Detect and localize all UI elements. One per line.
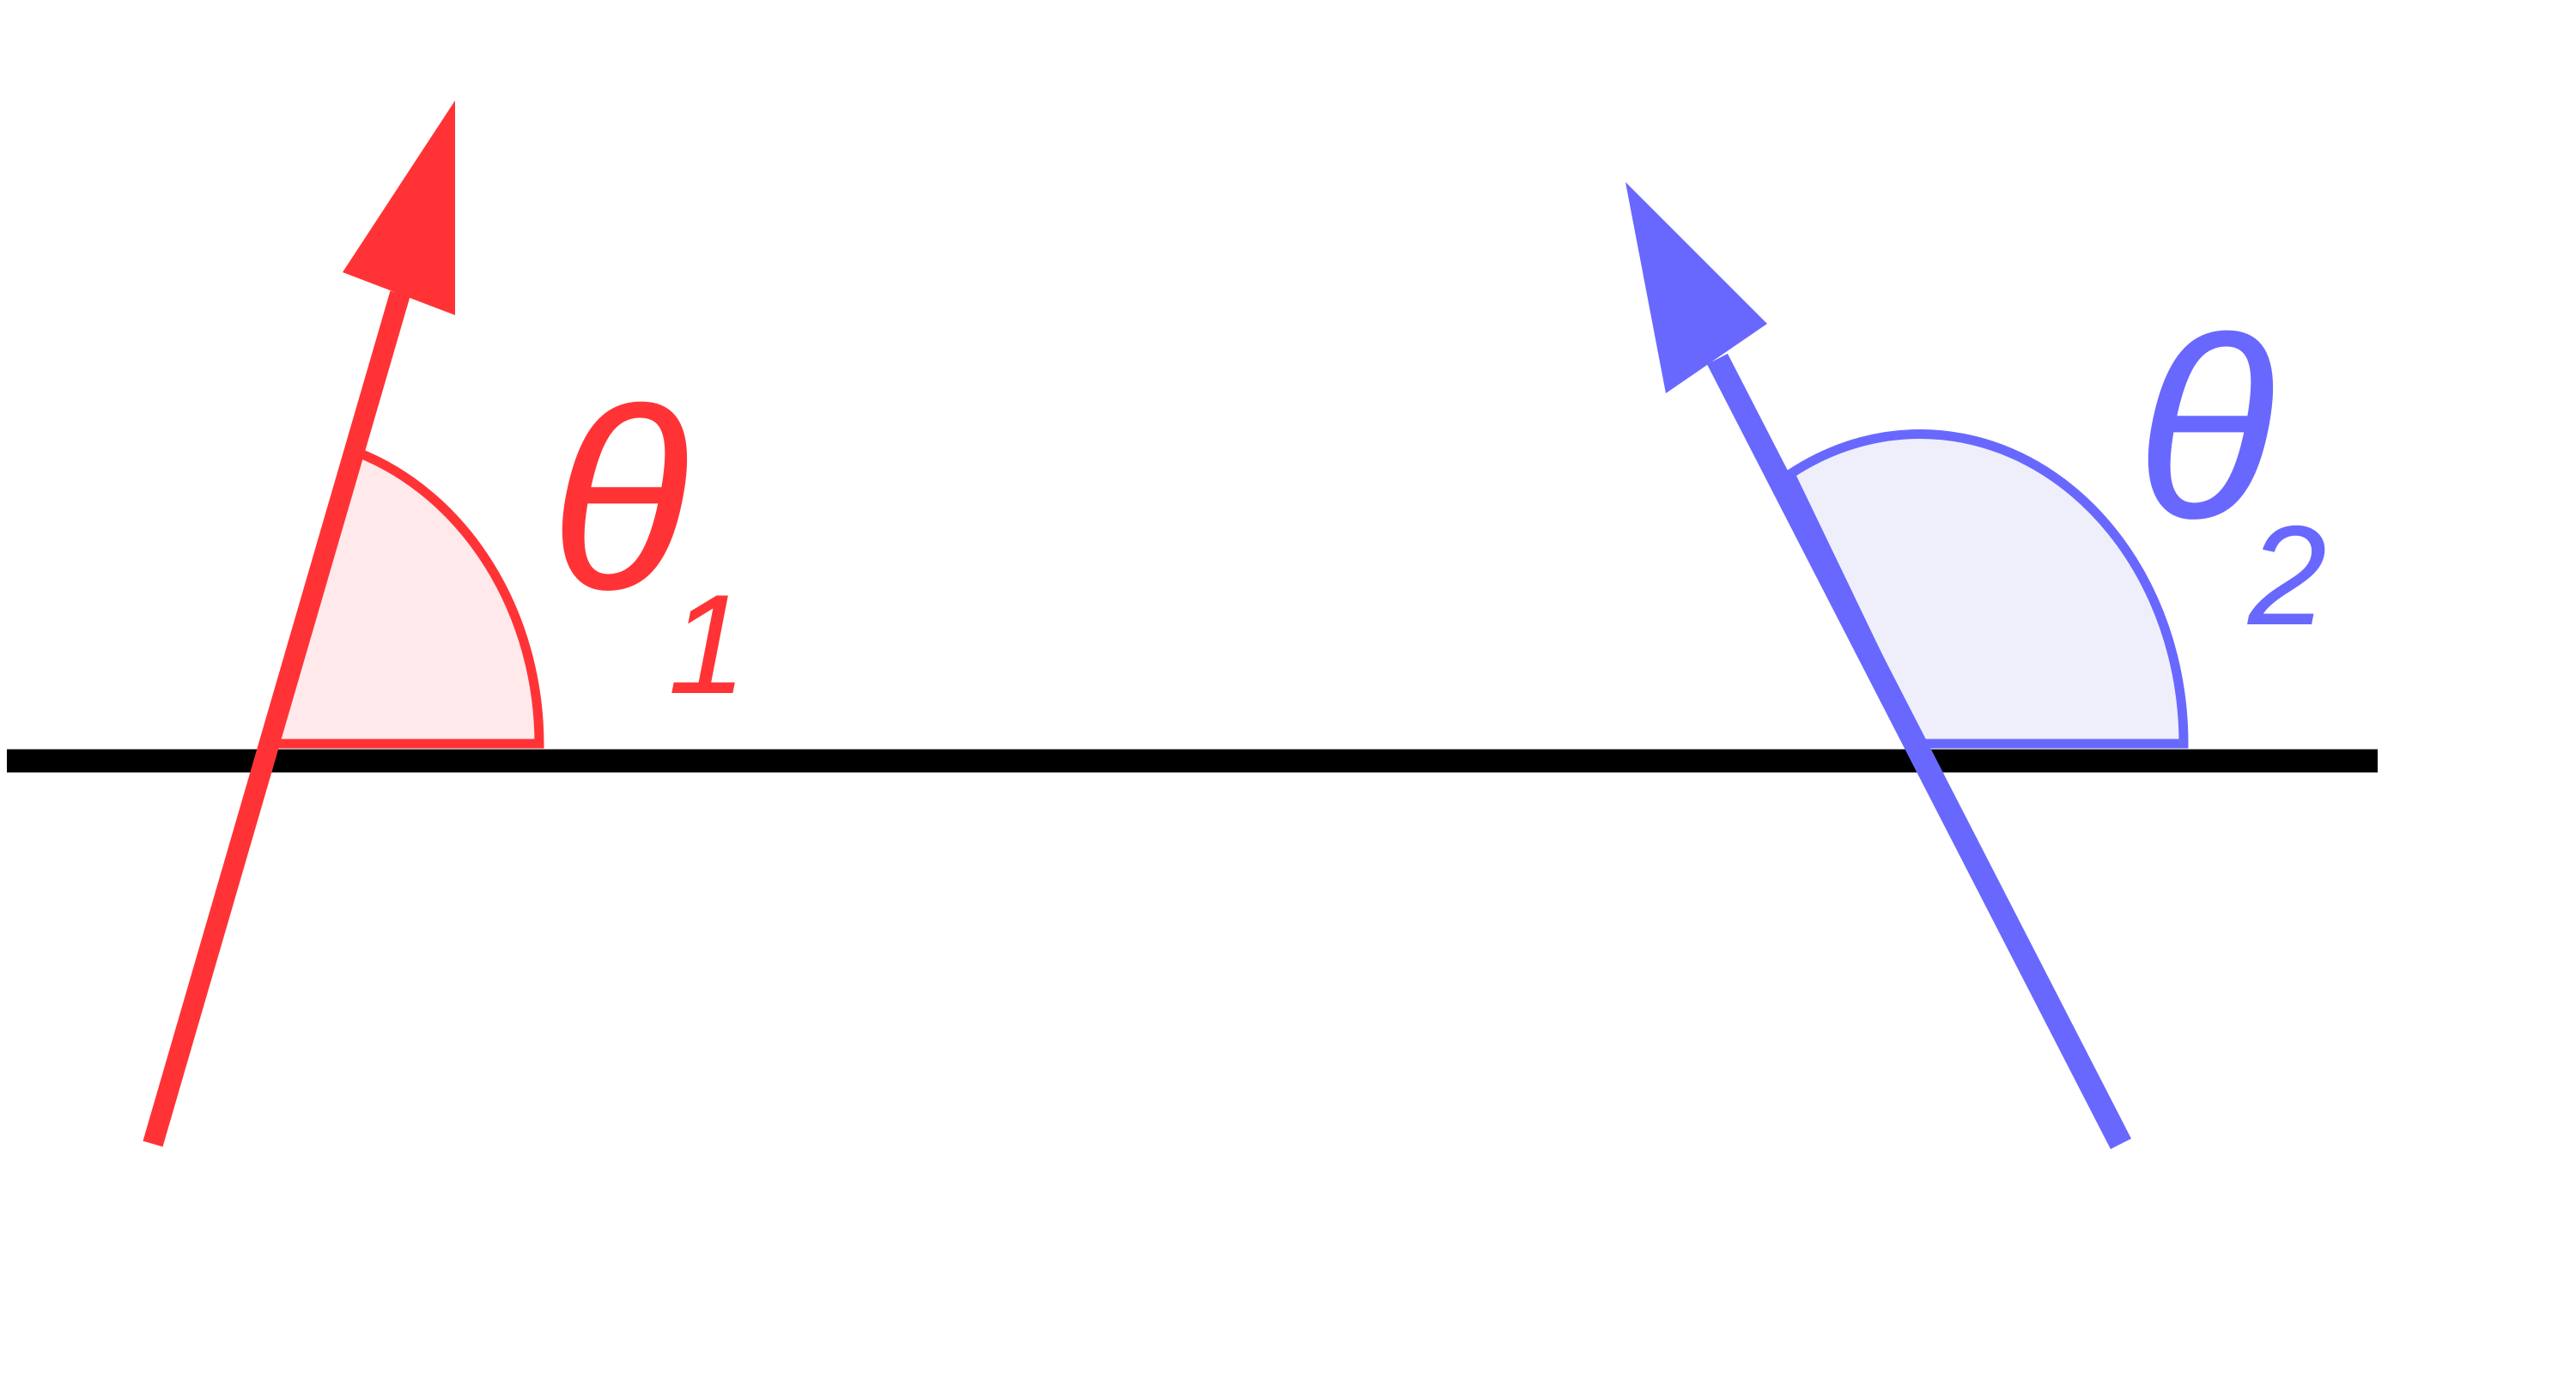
theta-subscript: 2 bbox=[2247, 496, 2327, 654]
theta-symbol: θ bbox=[2136, 283, 2276, 572]
arrowhead-icon bbox=[343, 100, 455, 315]
label-theta-2: θ 2 bbox=[2136, 283, 2327, 654]
angle-sector-theta-2 bbox=[1783, 429, 2189, 749]
arrowhead-icon bbox=[1625, 182, 1767, 393]
theta-symbol: θ bbox=[550, 355, 690, 643]
ray-2-blue-arrow bbox=[1625, 182, 2132, 1150]
ray-2-shaft bbox=[1706, 353, 2132, 1150]
theta-subscript: 1 bbox=[668, 565, 747, 723]
label-theta-1: θ 1 bbox=[550, 355, 747, 723]
ray-1-red-arrow bbox=[143, 100, 455, 1147]
ray-1-shaft bbox=[143, 290, 410, 1147]
